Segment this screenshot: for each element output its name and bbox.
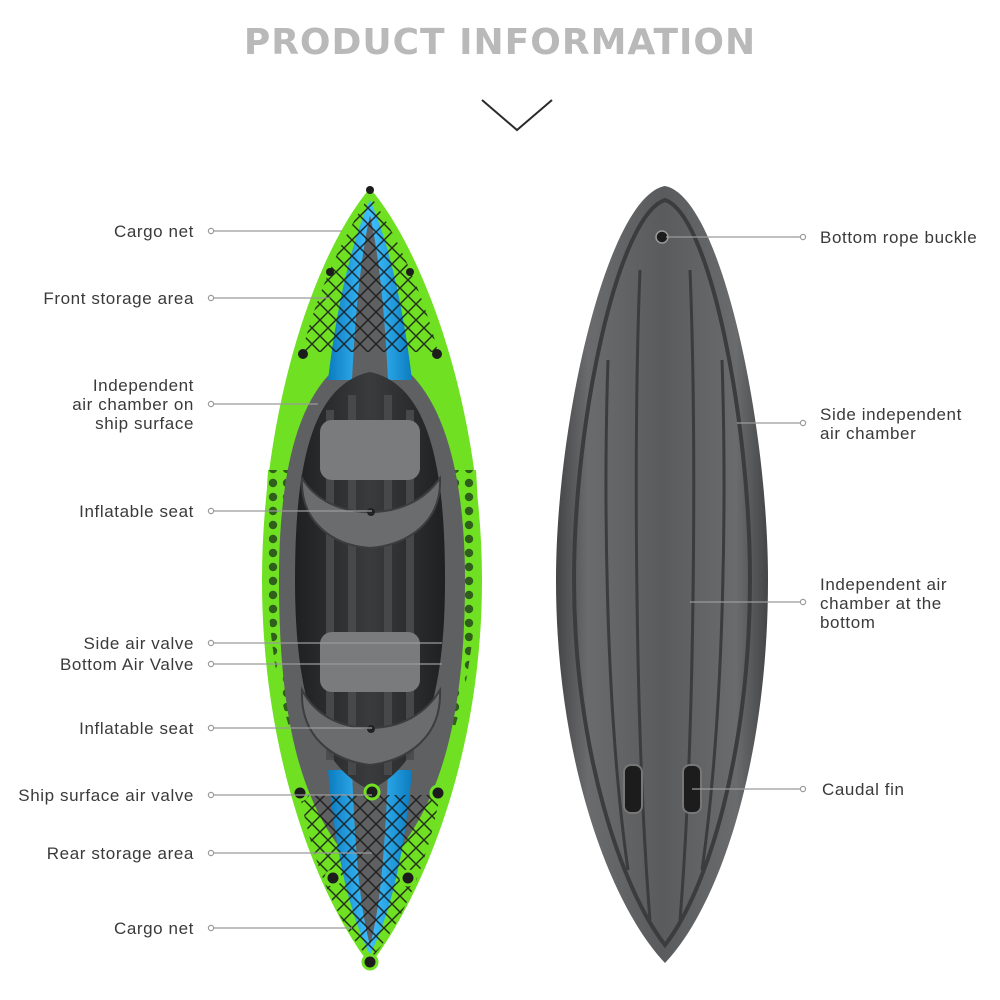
label-side-air-valve: Side air valve — [83, 634, 194, 653]
label-cargo-net-front: Cargo net — [113, 222, 194, 241]
inflatable-seat-rear — [300, 632, 442, 767]
kayak-bottom-view — [556, 186, 768, 963]
label-bottom-rope-buckle: Bottom rope buckle — [820, 228, 978, 247]
label-ship-surface-air-valve: Ship surface air valve — [18, 786, 194, 805]
label-side-independent-air-chamber: Side independent air chamber — [820, 405, 962, 443]
label-front-storage-area: Front storage area — [43, 289, 194, 308]
caudal-fin-left — [623, 764, 643, 814]
label-independent-air-chamber-surface: Independent air chamber on ship surface — [72, 376, 194, 433]
label-inflatable-seat-rear: Inflatable seat — [79, 719, 194, 738]
rear-cargo-net — [300, 795, 440, 960]
label-cargo-net-rear: Cargo net — [113, 919, 194, 938]
air-valves — [291, 783, 447, 971]
page-title: PRODUCT INFORMATION — [243, 22, 757, 63]
label-rear-storage-area: Rear storage area — [46, 844, 194, 863]
kayak-bottom-hull — [556, 186, 768, 963]
front-cargo-net — [302, 195, 438, 352]
chevron-down-icon — [481, 99, 553, 132]
label-bottom-air-valve: Bottom Air Valve — [59, 655, 194, 674]
label-independent-air-chamber-bottom: Independent air chamber at the bottom — [820, 575, 948, 632]
kayak-top-view — [262, 186, 482, 971]
inflatable-seat-front — [300, 420, 442, 550]
label-inflatable-seat-front: Inflatable seat — [79, 502, 194, 521]
label-caudal-fin: Caudal fin — [822, 780, 905, 799]
